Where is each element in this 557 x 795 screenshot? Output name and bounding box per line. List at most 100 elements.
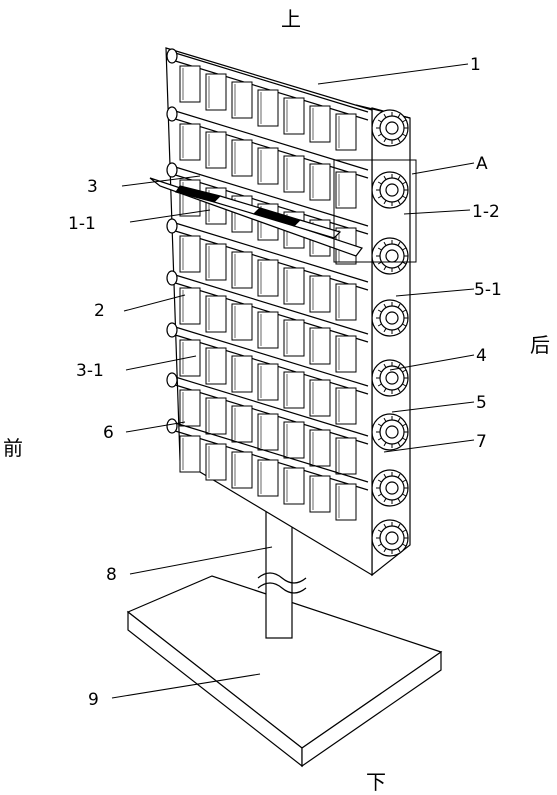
sprocket-tooth: [377, 437, 382, 441]
card-slot: [205, 397, 227, 435]
card-slot: [309, 327, 331, 365]
sprocket: [371, 413, 409, 451]
label-2: 2: [94, 301, 105, 321]
roller-end: [166, 48, 178, 64]
sprocket-tooth: [397, 138, 401, 143]
sprocket-tooth: [377, 309, 382, 313]
label-7: 7: [476, 432, 487, 452]
card-slot: [205, 131, 227, 169]
roller-end: [166, 162, 178, 178]
card-slot: [309, 475, 331, 513]
sprocket-tooth: [383, 442, 387, 447]
sprocket-tooth: [402, 195, 407, 199]
sprocket-tooth: [397, 523, 401, 528]
sprocket-tooth: [383, 241, 387, 246]
card-slot: [257, 259, 279, 297]
sprocket-tooth: [383, 200, 387, 205]
card-slot: [335, 171, 357, 209]
card-tray: [149, 177, 363, 257]
card-slot: [231, 139, 253, 177]
sprocket: [371, 299, 409, 337]
card-slot: [257, 147, 279, 185]
card-row: [166, 270, 369, 373]
sprocket-tooth: [383, 417, 387, 422]
sprocket-tooth: [402, 383, 407, 387]
sprocket-tooth: [402, 543, 407, 547]
roller-rod: [171, 221, 369, 283]
sprocket-tooth: [402, 493, 407, 497]
card-slot: [309, 163, 331, 201]
sprocket-tooth: [397, 328, 401, 333]
card-slot: [231, 405, 253, 443]
roller-end: [166, 218, 178, 234]
card-row: [166, 372, 369, 475]
label-5: 5: [476, 393, 487, 413]
label-1-1: 1-1: [68, 214, 96, 234]
sprocket-tooth: [397, 175, 401, 180]
sprocket-hub: [385, 311, 399, 325]
roller-rod: [171, 375, 369, 437]
base-plate: [126, 575, 443, 768]
sprocket-tooth: [397, 442, 401, 447]
label-3-1: 3-1: [76, 361, 104, 381]
card-slot: [257, 413, 279, 451]
sprocket-tooth: [377, 423, 382, 427]
card-slot: [205, 243, 227, 281]
sprocket-tooth: [383, 113, 387, 118]
label-a: A: [476, 154, 488, 174]
label-3: 3: [87, 177, 98, 197]
sprocket-tooth: [383, 363, 387, 368]
sprocket-tooth: [377, 479, 382, 483]
sprocket-hub: [385, 183, 399, 197]
card-slot: [309, 429, 331, 467]
card-row: [166, 218, 369, 321]
card-slot: [231, 355, 253, 393]
card-slot: [179, 65, 201, 103]
sprocket-tooth: [397, 473, 401, 478]
card-slot: [335, 113, 357, 151]
sprocket-tooth: [402, 369, 407, 373]
sprocket-hub: [385, 481, 399, 495]
direction-bottom-label: 下: [366, 770, 386, 794]
sprocket-tooth: [383, 388, 387, 393]
roller-rod: [171, 325, 369, 387]
sprocket-tooth: [377, 133, 382, 137]
sprocket-tooth: [397, 241, 401, 246]
card-slot: [231, 303, 253, 341]
sprocket-tooth: [397, 363, 401, 368]
sprocket-tooth: [397, 266, 401, 271]
leader-lines: [111, 63, 475, 699]
sprocket-tooth: [397, 498, 401, 503]
label-8: 8: [106, 565, 117, 585]
roller-end: [166, 270, 178, 286]
sprocket-tooth: [377, 529, 382, 533]
sprocket-tooth: [402, 423, 407, 427]
label-9: 9: [88, 690, 99, 710]
sprocket-tooth: [377, 493, 382, 497]
card-slot: [309, 379, 331, 417]
card-slot: [231, 81, 253, 119]
sprocket-tooth: [383, 328, 387, 333]
sprocket-tooth: [377, 195, 382, 199]
card-slot: [283, 97, 305, 135]
sprocket-tooth: [377, 323, 382, 327]
direction-back-label: 后: [530, 333, 550, 357]
card-slot: [283, 267, 305, 305]
card-slot: [283, 371, 305, 409]
sprocket-tooth: [397, 388, 401, 393]
sprocket-tooth: [402, 479, 407, 483]
card-slot: [335, 387, 357, 425]
sprocket-tooth: [383, 303, 387, 308]
sprocket-hub: [385, 531, 399, 545]
direction-top-label: 上: [281, 7, 301, 31]
card-slot: [179, 339, 201, 377]
card-slot: [179, 389, 201, 427]
label-1: 1: [470, 55, 481, 75]
card-row: [166, 418, 369, 521]
card-slot: [179, 123, 201, 161]
sprocket-tooth: [377, 247, 382, 251]
sprocket: [371, 171, 409, 209]
label-1-2: 1-2: [472, 202, 500, 222]
sprocket-hub: [385, 249, 399, 263]
card-slot: [179, 435, 201, 473]
